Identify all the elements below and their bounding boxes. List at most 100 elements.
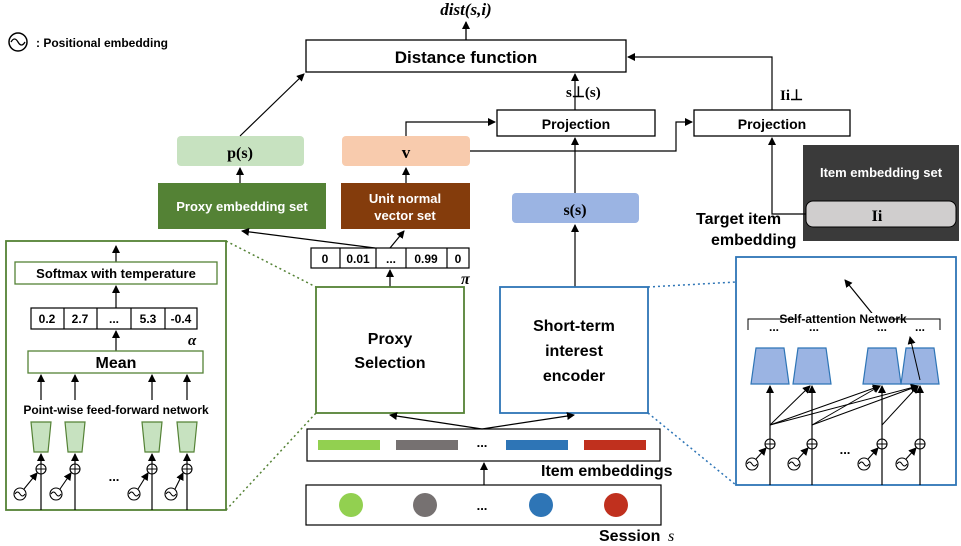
pi-cell: 0	[322, 252, 329, 266]
ffn-block	[176, 421, 198, 453]
proxy-selection-detail-panel: Softmax with temperature 0.2 2.7 ... 5.3…	[5, 240, 227, 511]
pi-cell: 0.01	[346, 252, 370, 266]
target-item-label-line2: embedding	[711, 232, 796, 249]
v-box	[342, 136, 470, 166]
sti-encoder-line1: Short-term	[533, 318, 615, 335]
session-item-dot	[413, 493, 437, 517]
attention-block	[792, 347, 832, 385]
positional-embedding-icon	[13, 487, 27, 501]
alpha-cell: 5.3	[140, 312, 157, 326]
right-panel-ellipsis: ...	[877, 320, 887, 334]
proxy-selection-line1: Proxy	[368, 331, 413, 348]
item-embedding-set-label: Item embedding set	[820, 165, 943, 180]
short-term-interest-box	[512, 193, 639, 223]
attention-block	[900, 347, 940, 385]
unit-normal-label-line2: vector set	[374, 208, 436, 223]
plus-icon	[35, 463, 47, 475]
unit-normal-label-line1: Unit normal	[369, 191, 441, 206]
pi-label: π	[461, 271, 471, 288]
proxy-representation-box	[177, 136, 304, 166]
session-label: Session	[599, 528, 660, 545]
pi-cell: ...	[386, 252, 396, 266]
plus-icon	[146, 463, 158, 475]
positional-embedding-icon	[857, 457, 871, 471]
i-perp-label: Ii⊥	[780, 88, 803, 104]
short-term-interest-encoder-box	[499, 286, 649, 414]
attention-block	[750, 347, 790, 385]
positional-embedding-icon	[49, 487, 63, 501]
alpha-cell: 0.2	[39, 312, 56, 326]
projection-right-box	[693, 109, 851, 137]
pi-vector: 0 0.01 ... 0.99 0	[310, 247, 470, 269]
right-panel-ellipsis: ...	[915, 320, 925, 334]
positional-embedding-icon	[127, 487, 141, 501]
softmax-label: Softmax with temperature	[36, 266, 196, 281]
s-perp-label: s⊥(s)	[566, 85, 601, 101]
ffn-blocks	[30, 421, 198, 453]
alpha-cell: ...	[109, 312, 119, 326]
mean-label: Mean	[96, 355, 137, 372]
plus-icon	[764, 438, 776, 450]
self-attention-label: Self-attention Network	[779, 312, 907, 326]
plus-icon	[806, 438, 818, 450]
mean-box	[27, 350, 204, 374]
legend-text: : Positional embedding	[36, 36, 168, 50]
proxy-selection-box	[315, 286, 465, 414]
plus-icon	[914, 438, 926, 450]
pi-cell: 0.99	[414, 252, 438, 266]
dist-label: dist(s,i)	[440, 0, 491, 19]
target-item-symbol: Ii	[872, 208, 883, 225]
session-item-dot	[604, 493, 628, 517]
target-item-label-line1: Target item	[696, 211, 781, 228]
projection-left-label: Projection	[542, 116, 610, 132]
pi-cell: 0	[455, 252, 462, 266]
plus-icon	[181, 463, 193, 475]
item-embedding-bar	[506, 440, 568, 450]
positional-embedding-icon	[895, 457, 909, 471]
alpha-vector: 0.2 2.7 ... 5.3 -0.4	[30, 307, 198, 330]
proxy-representation-label: p(s)	[227, 145, 253, 162]
right-panel-ellipsis: ...	[840, 442, 851, 457]
positional-embedding-icon	[164, 487, 178, 501]
encoder-detail-panel: Self-attention Network ... ... ... ...	[735, 256, 957, 486]
session-item-dot	[339, 493, 363, 517]
plus-icon	[876, 438, 888, 450]
projection-left-box	[496, 109, 656, 137]
legend: : Positional embedding	[8, 32, 168, 52]
alpha-cell: 2.7	[72, 312, 89, 326]
item-embeddings-ellipsis: ...	[477, 435, 488, 450]
positional-embedding-icon	[8, 32, 28, 52]
item-embeddings-label: Item embeddings	[541, 463, 673, 480]
item-embedding-bar	[584, 440, 646, 450]
attention-blocks	[750, 347, 940, 385]
ffn-label: Point-wise feed-forward network	[23, 403, 209, 417]
proxy-embedding-set-label: Proxy embedding set	[176, 199, 308, 214]
proxy-selection-line2: Selection	[354, 355, 425, 372]
v-label: v	[402, 143, 411, 162]
softmax-box	[14, 261, 218, 285]
plus-icon	[69, 463, 81, 475]
positional-embedding-icon	[745, 457, 759, 471]
left-panel-ellipsis: ...	[109, 469, 120, 484]
ffn-block	[64, 421, 86, 453]
alpha-cell: -0.4	[171, 312, 192, 326]
proxy-embedding-set-box	[158, 183, 326, 229]
projection-right-label: Projection	[738, 116, 806, 132]
item-embedding-bar	[396, 440, 458, 450]
alpha-label: α	[188, 333, 197, 349]
session-ellipsis: ...	[477, 498, 488, 513]
ffn-block	[30, 421, 52, 453]
right-panel-ellipsis: ...	[769, 320, 779, 334]
sti-encoder-line2: interest	[545, 343, 603, 360]
session-variable: s	[668, 528, 674, 545]
item-embedding-bar	[318, 440, 380, 450]
ffn-block	[141, 421, 163, 453]
session-item-dot	[529, 493, 553, 517]
distance-function-label: Distance function	[395, 48, 538, 67]
positional-embedding-icon	[787, 457, 801, 471]
attention-block	[862, 347, 902, 385]
right-panel-ellipsis: ...	[809, 320, 819, 334]
unit-normal-vector-set-box	[341, 183, 470, 229]
short-term-interest-label: s(s)	[563, 202, 586, 219]
